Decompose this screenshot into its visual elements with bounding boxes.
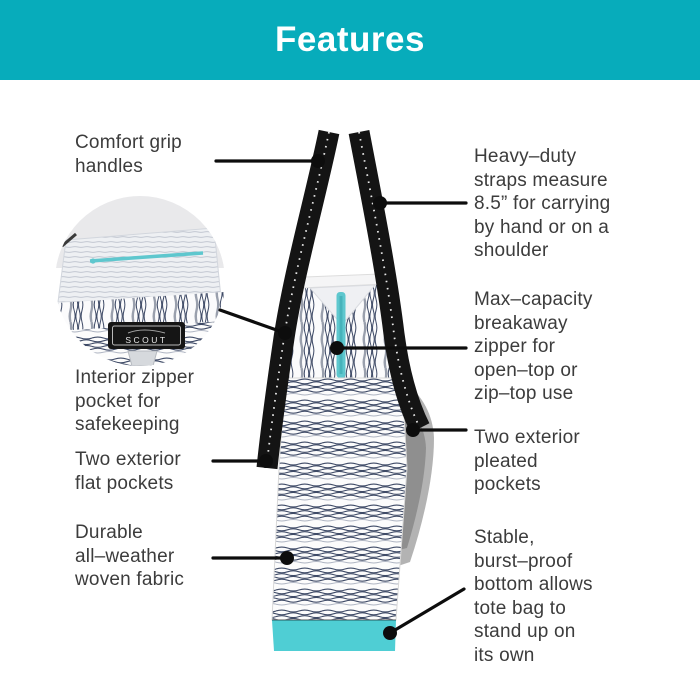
bag-bottom (272, 619, 396, 651)
interior-pocket-inset-photo: SCOUT (55, 196, 225, 366)
line-stable-bottom (388, 587, 466, 635)
bag-body (271, 377, 408, 621)
callout-durable-woven-fabric: Durable all–weather woven fabric (75, 522, 185, 590)
callout-exterior-pleated-pockets: Two exterior pleated pockets (474, 427, 580, 495)
scout-brand-patch: SCOUT (108, 322, 185, 349)
callout-exterior-flat-pockets: Two exterior flat pockets (75, 449, 181, 494)
callout-dots (259, 154, 420, 640)
scout-brand-text: SCOUT (125, 335, 167, 345)
callout-lines (211, 159, 468, 635)
callout-comfort-grip-handles: Comfort grip handles (75, 132, 182, 177)
callout-stable-bottom: Stable, burst–proof bottom allows tote b… (474, 527, 593, 666)
callout-heavy-duty-straps: Heavy–duty straps measure 8.5” for carry… (474, 146, 611, 261)
callout-interior-zipper-pocket: Interior zipper pocket for safekeeping (75, 367, 195, 435)
page-title: Features (275, 20, 425, 59)
title-banner: Features (0, 0, 700, 80)
line-interior-zipper (218, 308, 287, 335)
tote-bag (256, 129, 434, 651)
breakaway-zipper (336, 292, 346, 378)
callout-max-capacity-zipper: Max–capacity breakaway zipper for open–t… (474, 289, 593, 404)
